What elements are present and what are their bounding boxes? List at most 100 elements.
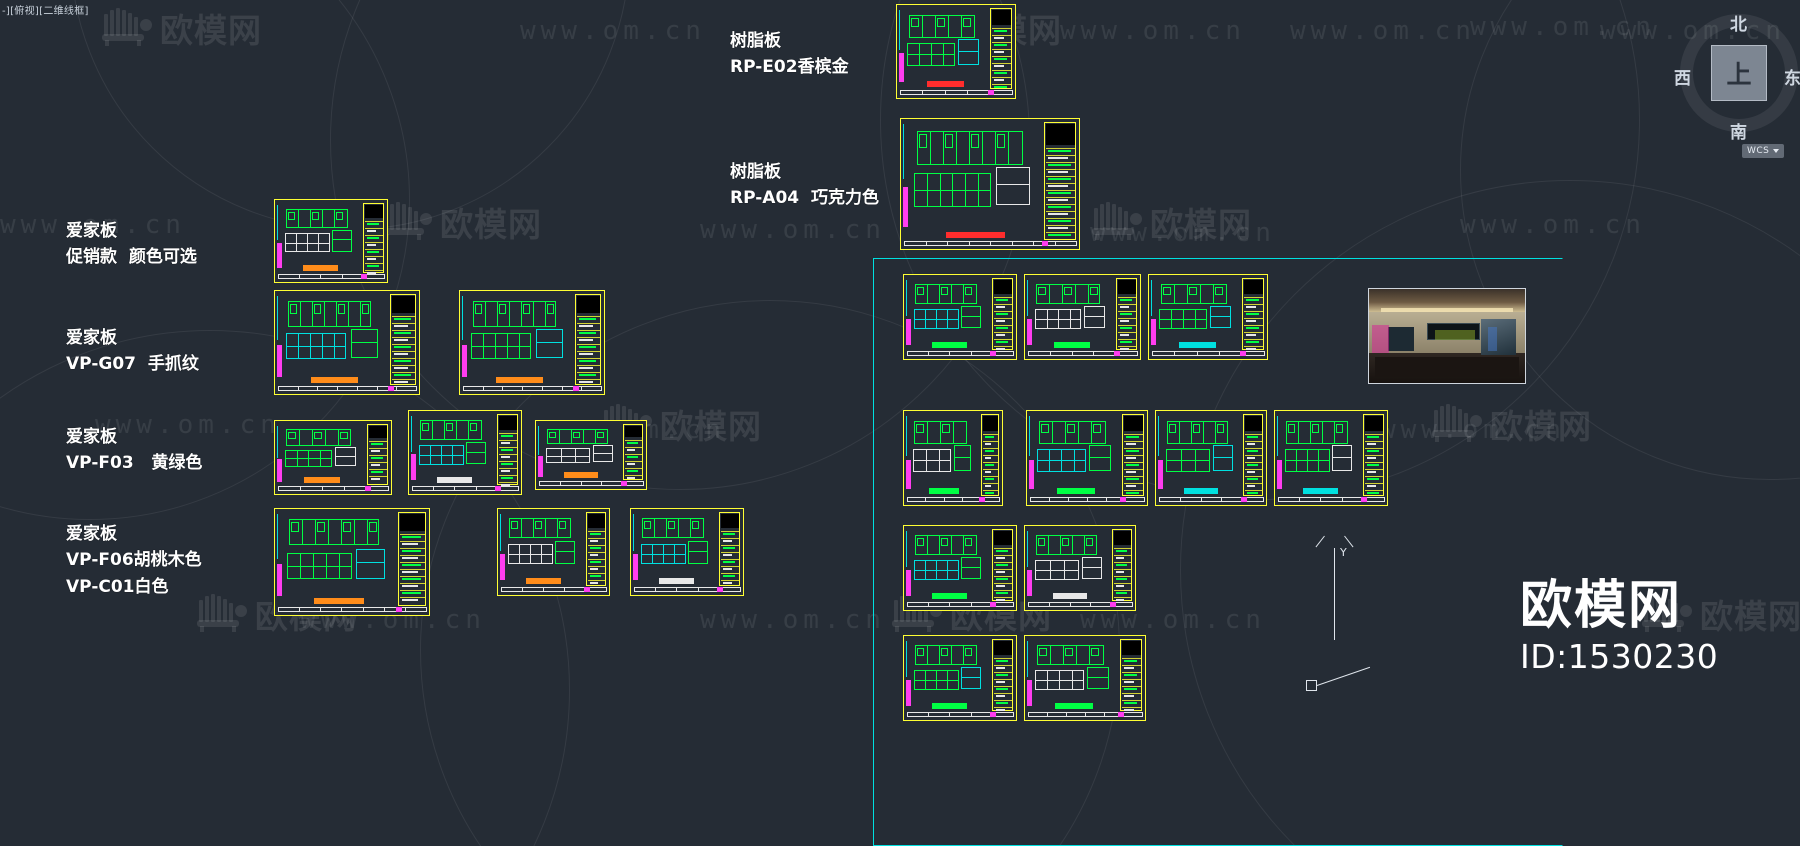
title-panel-rule: [1118, 332, 1136, 333]
cad-sheet-sheet-grid-r2c3[interactable]: [1155, 410, 1267, 506]
title-panel-rule: [994, 562, 1012, 563]
title-panel-rule: [1365, 434, 1383, 435]
elevation-divider: [654, 518, 655, 538]
dimension-tick: [363, 607, 364, 612]
elevation-divider: [1048, 535, 1049, 555]
elevation-divider: [559, 429, 560, 444]
ucs-selector-label: WCS: [1747, 146, 1770, 156]
view-cube-east[interactable]: 东: [1784, 69, 1800, 89]
cad-sheet-sheet-f03-2[interactable]: [408, 410, 522, 495]
cabinet-door: [314, 432, 322, 439]
dimension-line-top: [907, 497, 999, 498]
ucs-selector[interactable]: WCS: [1742, 144, 1785, 158]
cad-sheet-sheet-grid-r2c1[interactable]: [903, 410, 1003, 506]
cad-sheet-sheet-f03-1[interactable]: [274, 420, 392, 495]
annotation-line: 促销款 颜色可选: [66, 247, 197, 268]
cad-sheet-sheet-grid-r1c1[interactable]: [903, 274, 1017, 360]
cabinet-door: [1091, 648, 1099, 656]
title-panel-text: [1124, 709, 1134, 711]
sheet-border: [1024, 525, 1136, 611]
title-panel-rule: [1046, 197, 1075, 198]
elevation-divider: [521, 518, 522, 538]
elevation-divider: [545, 518, 546, 538]
annotation-line: 爱家板: [66, 328, 117, 348]
title-panel-rule: [577, 344, 600, 345]
cad-sheet-sheet-f06-2[interactable]: [497, 508, 610, 596]
sheet-left-rule: [1029, 416, 1030, 456]
sheet-title-panel: [1044, 122, 1076, 240]
cad-sheet-sheet-grid-r4c2[interactable]: [1024, 635, 1146, 721]
elevation-divider: [302, 519, 303, 545]
dimension-accent: [1240, 351, 1246, 356]
render-photo[interactable]: [1368, 288, 1526, 384]
dimension-accent: [990, 351, 996, 356]
view-cube-south[interactable]: 南: [1730, 123, 1747, 143]
cad-sheet-sheet-promo-1[interactable]: [274, 199, 388, 283]
cad-sheet-sheet-rp-e02[interactable]: [896, 4, 1016, 99]
title-panel-rule: [994, 325, 1012, 326]
cad-sheet-sheet-grid-r1c2[interactable]: [1024, 274, 1141, 360]
cad-sheet-sheet-grid-r3c1[interactable]: [903, 525, 1017, 611]
title-panel-rule: [499, 468, 517, 469]
cad-sheet-sheet-f06-3[interactable]: [630, 508, 744, 596]
view-cube-top-face[interactable]: 上: [1711, 45, 1767, 101]
title-panel-text: [996, 334, 1005, 336]
view-cube-north[interactable]: 北: [1730, 15, 1747, 35]
title-panel-text: [985, 478, 994, 480]
accent-bar: [303, 265, 338, 271]
title-panel-rule: [1046, 225, 1075, 226]
cad-sheet-sheet-grid-r4c1[interactable]: [903, 635, 1017, 721]
cad-sheet-sheet-f03-3[interactable]: [535, 420, 647, 490]
dimension-tick: [971, 712, 972, 717]
photo-cabinet: [1387, 326, 1415, 352]
sheet-border: [274, 508, 430, 616]
title-panel-rule: [1046, 155, 1075, 156]
view-cube[interactable]: 上 北 南 西 东: [1674, 14, 1800, 143]
cad-sheet-sheet-grid-r3c2[interactable]: [1024, 525, 1136, 611]
cad-sheet-sheet-g07-1[interactable]: [274, 290, 420, 395]
title-panel-text: [579, 381, 593, 383]
cabinet-door: [937, 18, 945, 27]
title-panel-rule: [577, 316, 600, 317]
dimension-tick: [740, 587, 741, 592]
cad-sheet-sheet-grid-r1c3[interactable]: [1148, 274, 1268, 360]
elevation-divider: [690, 518, 691, 538]
cad-sheet-sheet-grid-r2c2[interactable]: [1026, 410, 1148, 506]
title-panel-rule: [400, 555, 425, 556]
title-panel-text: [1126, 443, 1136, 445]
cad-sheet-sheet-f06-1[interactable]: [274, 508, 430, 616]
dimension-tick: [1159, 497, 1160, 502]
cabinet-door: [470, 423, 477, 431]
cad-sheet-sheet-g07-2[interactable]: [459, 290, 605, 395]
cabinet-door: [1038, 287, 1046, 295]
elevation-divider: [935, 15, 936, 38]
title-panel-rule: [1118, 318, 1136, 319]
elevation-divider: [1203, 421, 1204, 444]
sheet-border: [903, 525, 1017, 611]
title-panel-text: [394, 346, 411, 348]
dimension-tick: [907, 497, 908, 502]
title-panel-text: [371, 443, 383, 445]
title-panel-rule: [625, 440, 642, 441]
cad-sheet-sheet-rp-a04[interactable]: [900, 118, 1080, 250]
detail-outline: [688, 541, 708, 564]
cabinet-door: [535, 521, 542, 529]
dimension-tick: [543, 587, 544, 592]
title-panel-header: [1046, 124, 1075, 145]
title-panel-rule: [1122, 658, 1141, 659]
title-panel-text: [1048, 192, 1071, 194]
title-panel-text: [994, 79, 1004, 81]
cad-sheet-sheet-grid-r2c4[interactable]: [1274, 410, 1388, 506]
view-cube-west[interactable]: 西: [1674, 69, 1691, 89]
annotation-ann-aijia-promo[interactable]: 爱家板促销款 颜色可选: [66, 218, 197, 271]
viewport-label[interactable]: -][俯视][二维线框]: [2, 6, 89, 17]
annotation-line: 爱家板: [66, 524, 117, 544]
title-panel-rule: [1365, 448, 1383, 449]
